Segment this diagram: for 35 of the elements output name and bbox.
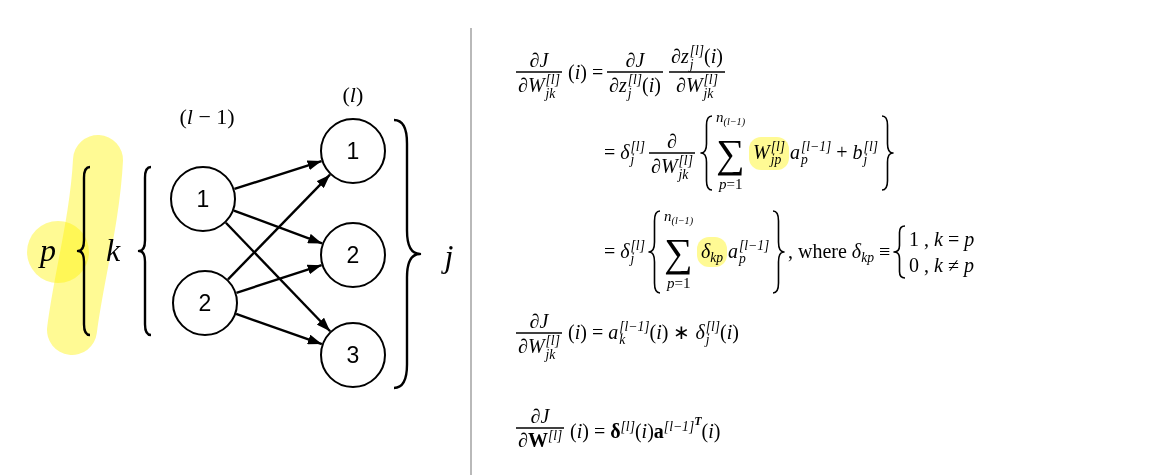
layer-label: (l − 1) [179,105,235,130]
equation-term: , where δ$_{kp}$ ≡ [788,239,891,265]
node-number: 3 [346,343,360,367]
layer-label: (l) [342,83,364,108]
numerator: ∂ [667,130,677,152]
node-number: 1 [346,139,360,163]
sum-lower-limit: p=1 [719,176,743,192]
highlighted-equation-term: δ$_{kp}$ [697,236,728,268]
denominator: ∂z$^{[l]}$$_{j}$(i) [609,73,661,101]
arrow [233,209,323,245]
case-line: 1 , k = p [909,228,975,250]
sum-lower-limit: p=1 [667,275,691,291]
node-number: 2 [346,243,360,267]
arrow [236,264,322,294]
denominator: ∂W$^{[l]}$ [518,429,563,452]
index-label: p [40,232,56,268]
arrow [234,159,322,191]
sum-symbol: ∑ [716,134,745,174]
sum-symbol: ∑ [664,233,693,273]
case-line: 0 , k ≠ p [909,254,974,276]
numerator: ∂J [529,49,549,71]
sum-upper-limit: n$_{(l−1)}$ [716,109,746,127]
arrow [227,173,331,281]
node-number: 2 [198,291,212,315]
arrow [235,312,323,346]
numerator: ∂z$^{[l]}$$_{j}$(i) [671,44,723,72]
arrow [225,221,331,333]
numerator: ∂J [530,405,550,427]
sum-upper-limit: n$_{(l−1)}$ [664,208,694,226]
numerator: ∂J [625,49,645,71]
equation-term: (i) = [568,61,604,83]
node-number: 1 [196,187,210,211]
index-label: k [106,232,121,268]
numerator: ∂J [529,310,549,332]
equation-term: (i) = δ$^{[l]}$(i)a$^{[l−1]}$$^{T}$(i) [570,414,721,442]
